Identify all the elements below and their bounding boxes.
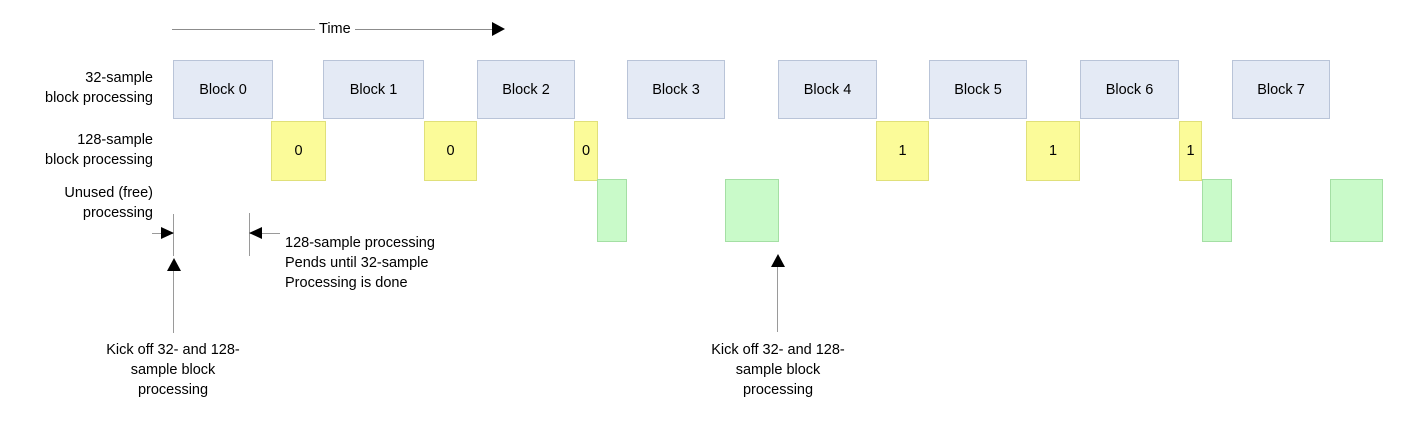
row-label-128-sample: 128-sample block processing bbox=[45, 132, 153, 168]
block-128-4[interactable]: 1 bbox=[1026, 121, 1080, 181]
block-32-7[interactable]: Block 7 bbox=[1232, 60, 1330, 119]
block-128-2[interactable]: 0 bbox=[574, 121, 598, 181]
block-32-2[interactable]: Block 2 bbox=[477, 60, 575, 119]
time-axis-label: Time bbox=[315, 20, 355, 38]
kickoff-right-callout-line bbox=[777, 266, 778, 332]
kickoff-left-callout-line bbox=[173, 270, 174, 333]
kickoff-left-arrow-up-icon bbox=[167, 258, 181, 271]
block-128-3[interactable]: 1 bbox=[876, 121, 929, 181]
block-32-3[interactable]: Block 3 bbox=[627, 60, 725, 119]
block-32-1[interactable]: Block 1 bbox=[323, 60, 424, 119]
dimension-arrow-right-icon bbox=[161, 227, 174, 239]
time-axis: Time bbox=[0, 0, 1407, 50]
annotation-pend-note: 128-sample processing Pends until 32-sam… bbox=[285, 235, 435, 291]
block-32-6[interactable]: Block 6 bbox=[1080, 60, 1179, 119]
block-free-2[interactable] bbox=[1202, 179, 1232, 242]
block-32-0[interactable]: Block 0 bbox=[173, 60, 273, 119]
block-128-5[interactable]: 1 bbox=[1179, 121, 1202, 181]
block-128-0[interactable]: 0 bbox=[271, 121, 326, 181]
row-label-unused-free: Unused (free) processing bbox=[64, 185, 153, 221]
block-free-0[interactable] bbox=[597, 179, 627, 242]
block-32-5[interactable]: Block 5 bbox=[929, 60, 1027, 119]
kickoff-right-arrow-up-icon bbox=[771, 254, 785, 267]
arrow-right-icon bbox=[492, 22, 505, 36]
block-free-3[interactable] bbox=[1330, 179, 1383, 242]
annotation-kickoff-left: Kick off 32- and 128- sample block proce… bbox=[106, 342, 240, 398]
row-label-32-sample: 32-sample block processing bbox=[45, 70, 153, 106]
annotation-kickoff-right: Kick off 32- and 128- sample block proce… bbox=[711, 342, 845, 398]
block-free-1[interactable] bbox=[725, 179, 779, 242]
dimension-arrow-left-icon bbox=[249, 227, 262, 239]
dimension-line-right bbox=[249, 233, 280, 234]
block-32-4[interactable]: Block 4 bbox=[778, 60, 877, 119]
block-128-1[interactable]: 0 bbox=[424, 121, 477, 181]
